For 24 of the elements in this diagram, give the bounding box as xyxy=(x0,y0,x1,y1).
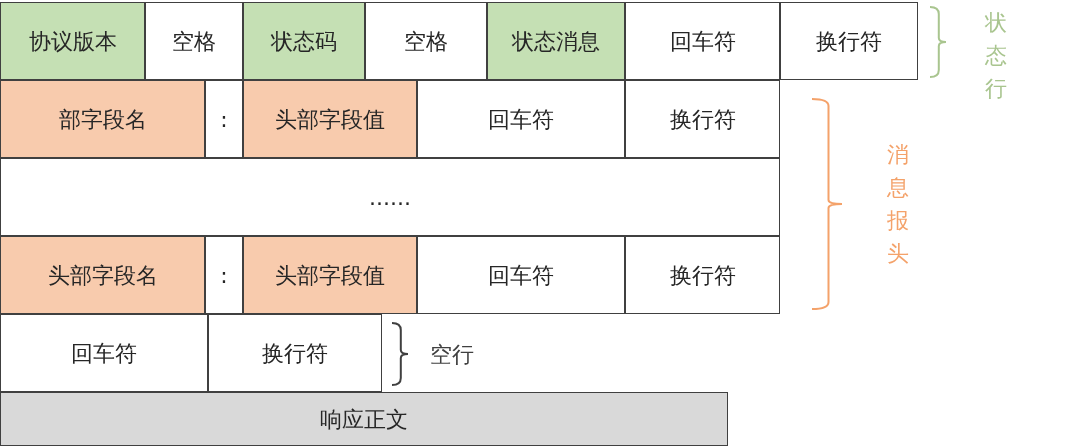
field-box: 换行符 xyxy=(625,236,780,314)
field-box: 换行符 xyxy=(208,314,382,392)
group-label: 状态行 xyxy=(985,9,1007,103)
field-box: 协议版本 xyxy=(0,2,145,80)
field-box: 换行符 xyxy=(780,2,918,80)
field-box: 回车符 xyxy=(625,2,780,80)
field-box: 头部字段值 xyxy=(243,236,417,314)
group-label: 空行 xyxy=(430,341,474,369)
field-box: 头部字段值 xyxy=(243,80,417,158)
field-box: 回车符 xyxy=(0,314,208,392)
field-box: 空格 xyxy=(365,2,487,80)
field-box: 响应正文 xyxy=(0,392,728,446)
field-box: 头部字段名 xyxy=(0,236,205,314)
field-box: 状态消息 xyxy=(487,2,625,80)
field-box: 状态码 xyxy=(243,2,365,80)
field-box: 空格 xyxy=(145,2,243,80)
field-box: : xyxy=(205,236,243,314)
field-box: 回车符 xyxy=(417,80,625,158)
group-label: 消息报头 xyxy=(887,141,909,268)
field-box: 部字段名 xyxy=(0,80,205,158)
field-box: : xyxy=(205,80,243,158)
field-box: ...... xyxy=(0,158,780,236)
field-box: 换行符 xyxy=(625,80,780,158)
field-box: 回车符 xyxy=(417,236,625,314)
